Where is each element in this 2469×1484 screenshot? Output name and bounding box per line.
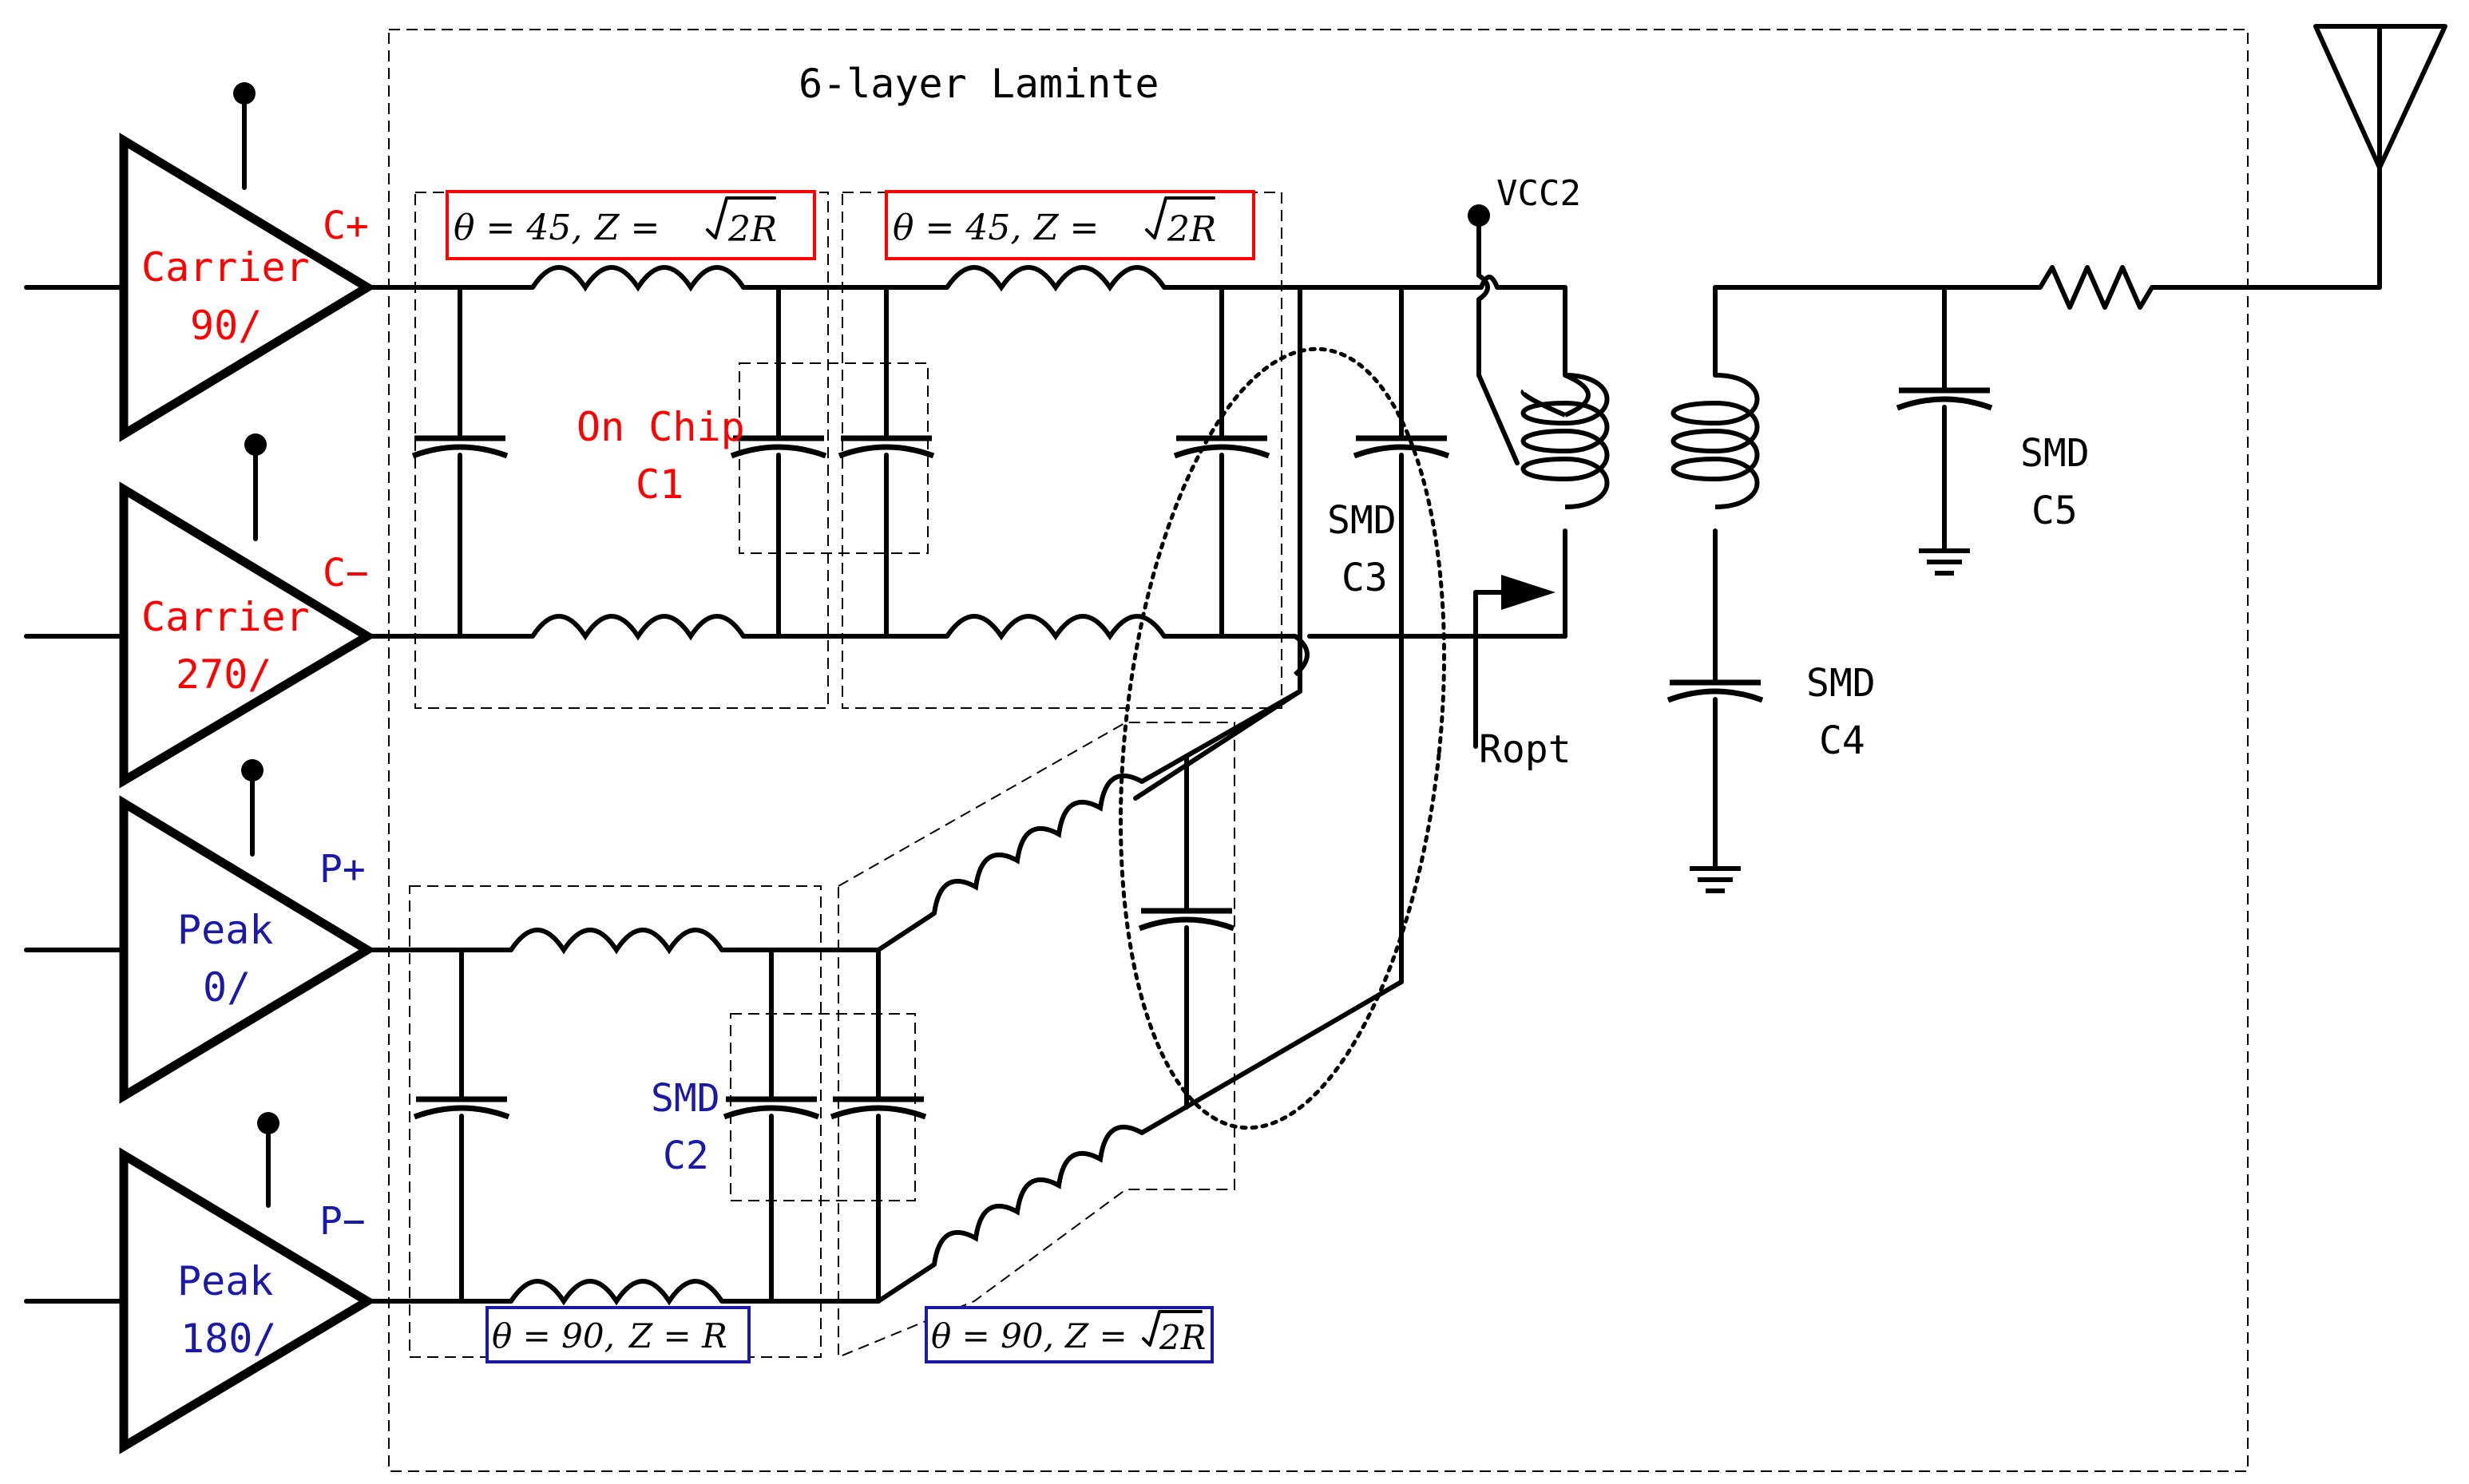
peak-180-phase: 180/ [180, 1316, 276, 1362]
peak-0-name: Peak [177, 907, 273, 953]
peak-line-2-theta: θ = 90, [931, 1316, 1054, 1355]
carrier-line-1-root: 2R [727, 209, 777, 250]
c4-label-line1: SMD [1806, 661, 1876, 706]
highlight-ellipse [1118, 346, 1447, 1130]
peak-network [365, 689, 1404, 1306]
carrier-270-phase: 270/ [176, 651, 271, 698]
c2-label-line1: SMD [651, 1076, 720, 1121]
peak-line-2-z: Z = [1064, 1316, 1127, 1355]
c3-label-line2: C3 [1342, 556, 1388, 600]
ropt-label: Ropt [1479, 727, 1571, 772]
carrier-90-port: C+ [323, 204, 369, 248]
carrier-line-2-z: Z = [1032, 208, 1099, 248]
peak-line-2-root: 2R [1159, 1318, 1206, 1357]
carrier-network [365, 265, 1567, 984]
peak-section-boxes [409, 722, 1235, 1359]
carrier-line-1-theta: θ = 45, [454, 208, 582, 248]
peak-line-1-z: Z = R [628, 1316, 727, 1355]
peak-0-port: P+ [319, 847, 366, 892]
carrier-section-boxes [414, 192, 1282, 709]
carrier-270-amplifier: Carrier 270/ C− [24, 433, 376, 789]
carrier-90-name: Carrier [141, 244, 310, 291]
transformer [1468, 204, 1610, 749]
peak-line-1-label: θ = 90, Z = R [485, 1306, 751, 1363]
peak-180-amplifier: Peak 180/ P− [24, 1112, 376, 1454]
peak-line-2-label: θ = 90, Z = 2R [925, 1306, 1214, 1363]
c5-label-line1: SMD [2020, 431, 2090, 476]
carrier-90-amplifier: Carrier 90/ C+ [24, 82, 376, 442]
carrier-line-1-z: Z = [593, 208, 660, 248]
peak-0-amplifier: Peak 0/ P+ [24, 759, 376, 1104]
c1-label-line2: C1 [636, 461, 684, 508]
c5-label-line2: C5 [2031, 489, 2078, 533]
carrier-line-2-label: θ = 45, Z = 2R [885, 190, 1255, 260]
laminate-boundary [388, 29, 2249, 1472]
c1-label-line1: On Chip [577, 404, 745, 450]
peak-180-name: Peak [177, 1258, 273, 1304]
carrier-90-phase: 90/ [190, 303, 262, 349]
c4-label-line2: C4 [1819, 718, 1865, 763]
carrier-line-2-theta: θ = 45, [893, 208, 1021, 248]
peak-0-phase: 0/ [203, 964, 251, 1011]
peak-180-port: P− [319, 1199, 366, 1244]
output-network [1668, 165, 2382, 891]
carrier-line-1-label: θ = 45, Z = 2R [446, 190, 816, 260]
c2-label-line2: C2 [663, 1134, 709, 1178]
c3-label-line1: SMD [1327, 498, 1397, 543]
carrier-line-2-root: 2R [1167, 209, 1216, 250]
peak-line-1-theta: θ = 90, [492, 1316, 615, 1355]
antenna-icon [2313, 24, 2447, 170]
vcc-label: VCC2 [1496, 173, 1581, 214]
laminate-title: 6-layer Laminte [799, 61, 1159, 107]
carrier-270-port: C− [323, 551, 369, 596]
carrier-270-name: Carrier [141, 594, 310, 640]
